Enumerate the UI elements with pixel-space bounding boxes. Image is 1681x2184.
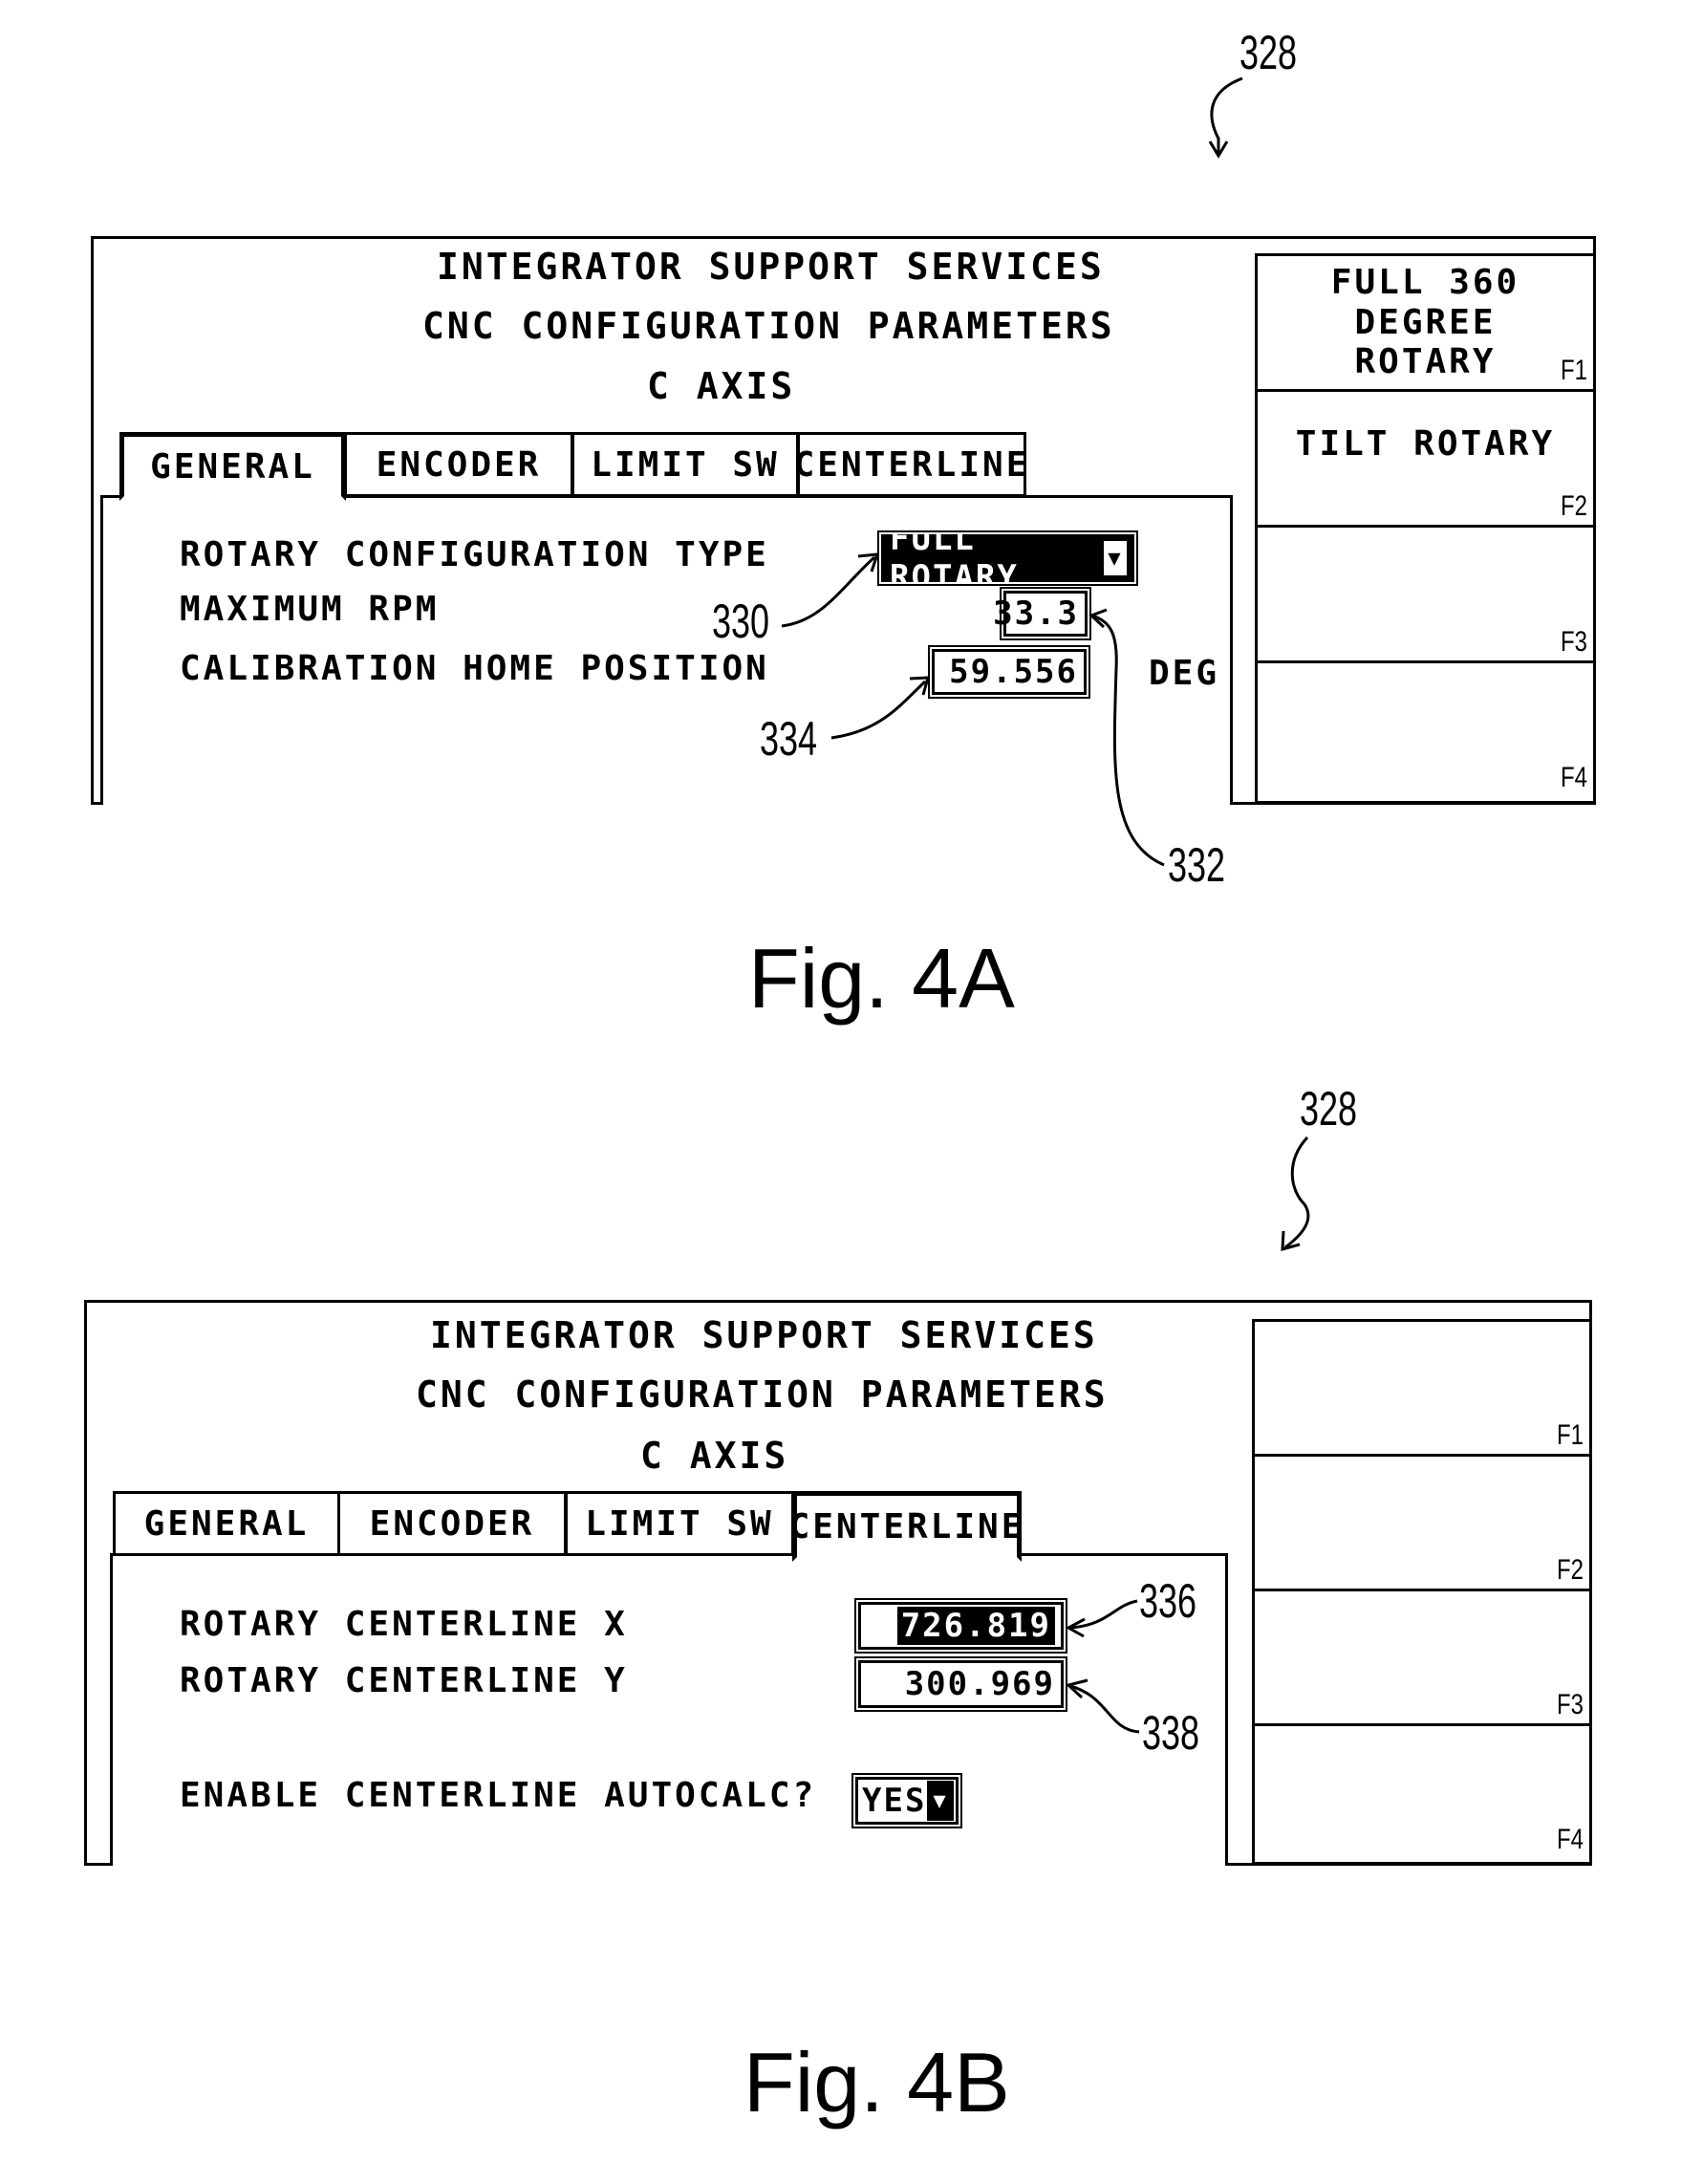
- leader-lines-fig-b-fields: [0, 0, 1681, 2184]
